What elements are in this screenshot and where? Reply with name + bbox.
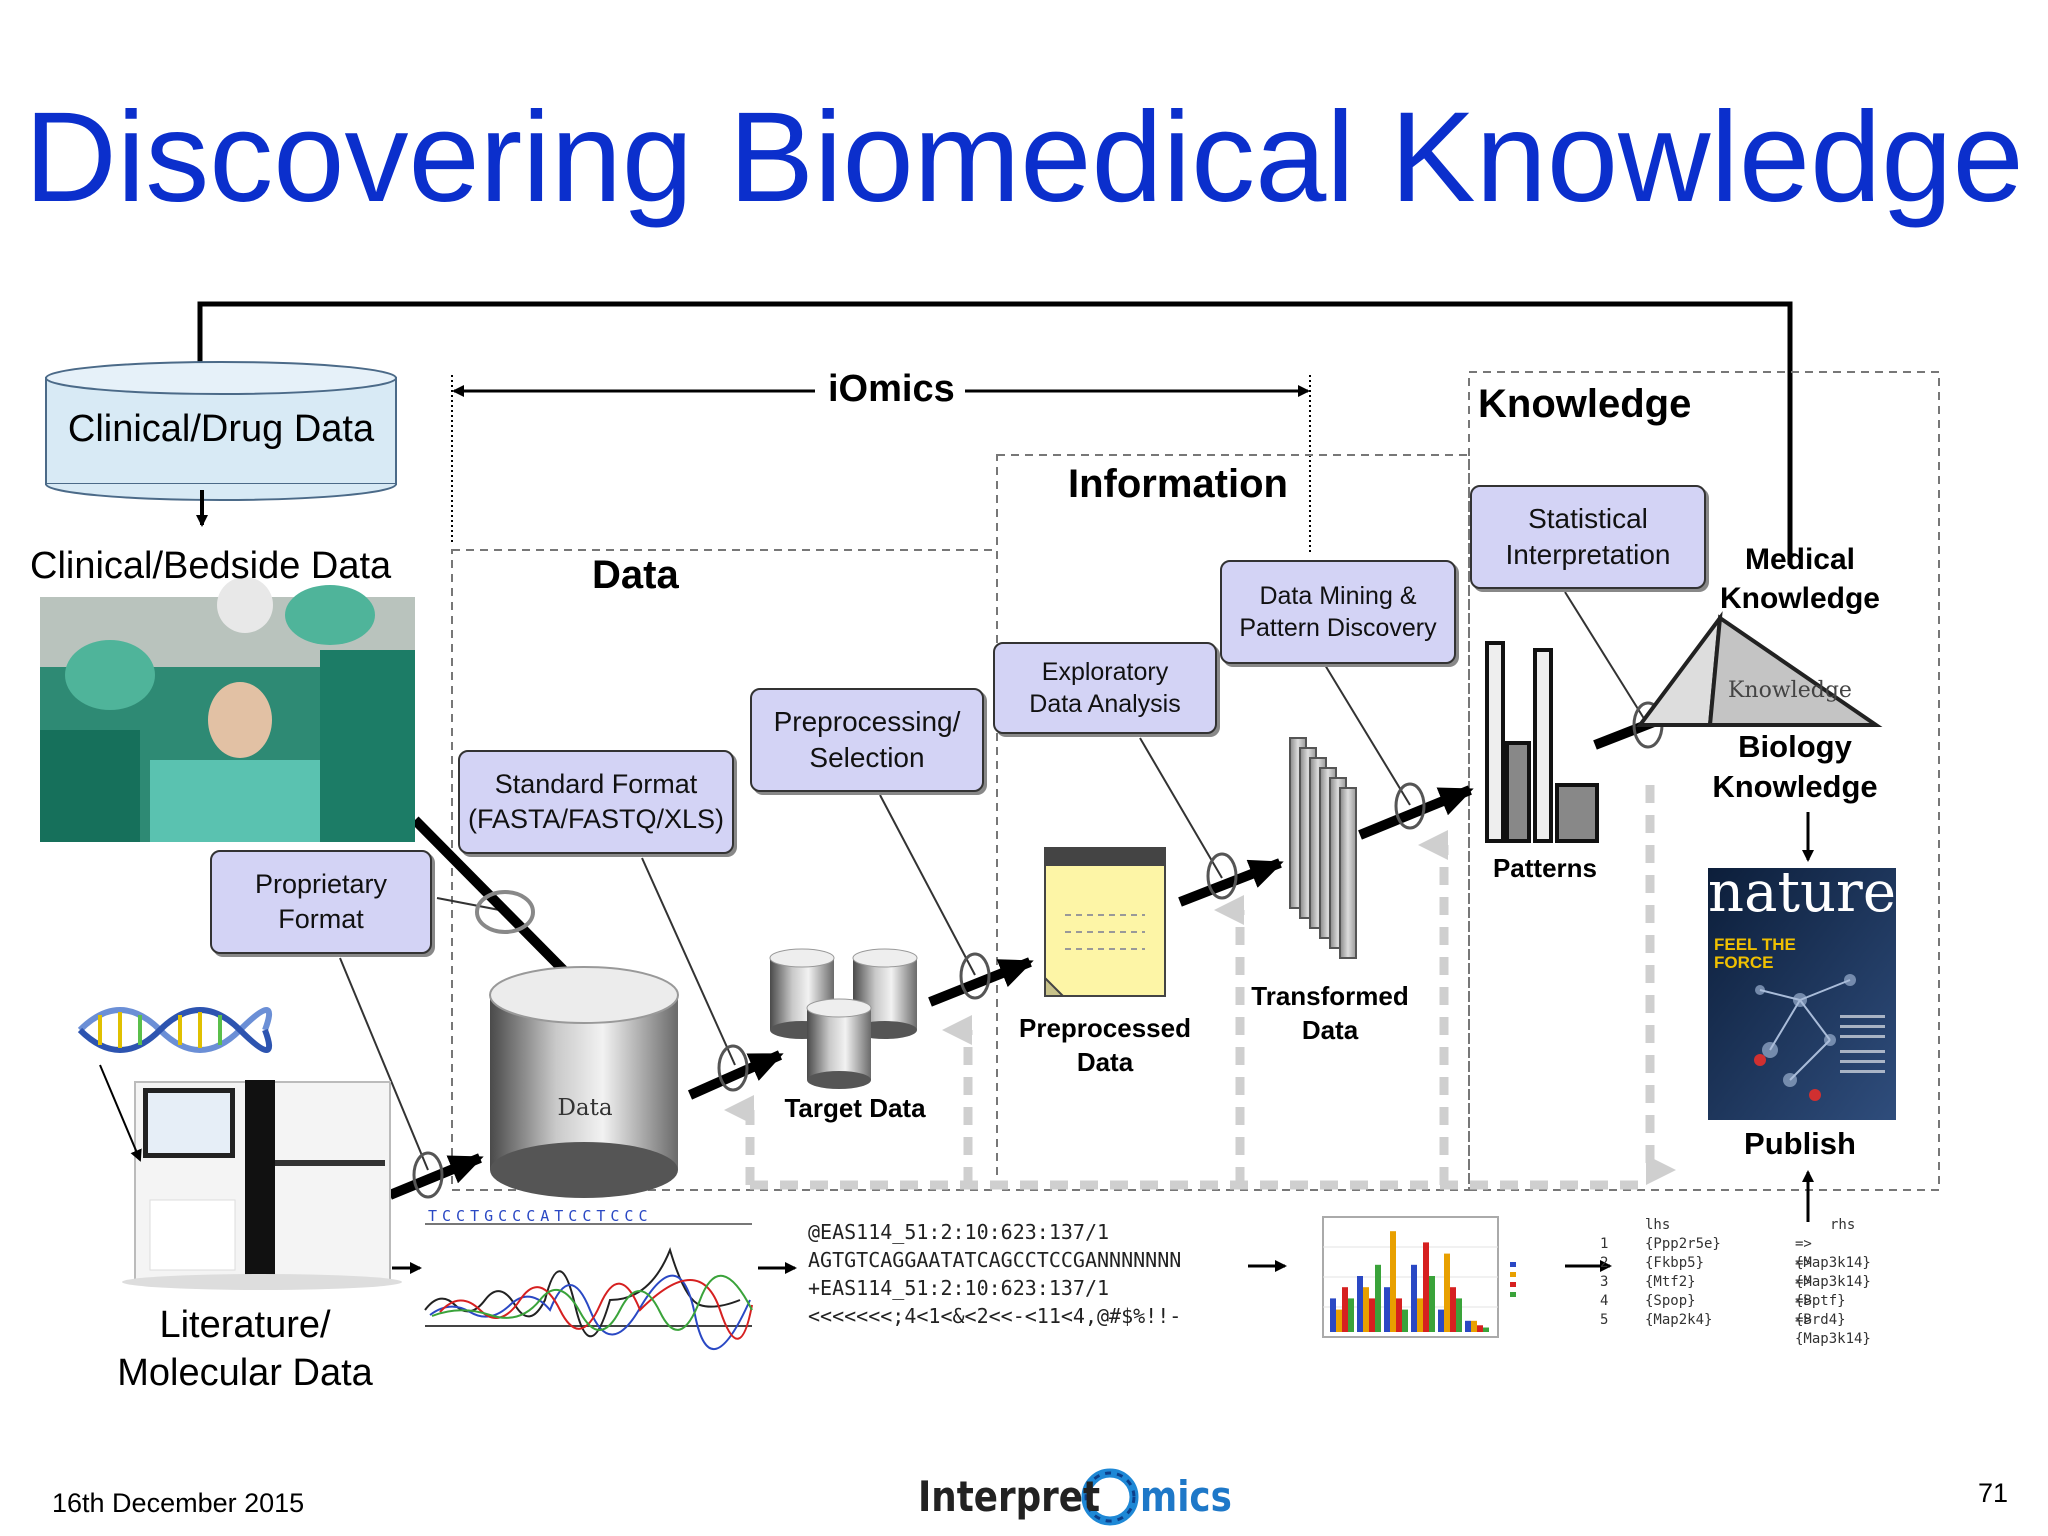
bar-group-5-series-1 [1471,1320,1477,1332]
clinical-drug-label: Clinical/Drug Data [67,408,375,450]
rule-rhs: => {Brd4} [1795,1293,1846,1328]
biology-knowledge-label: Biology Knowledge [1712,729,1878,805]
bar-group-1-series-3 [1375,1264,1381,1332]
bar-group-0-series-3 [1348,1298,1354,1332]
fastq-line-1: @EAS114_51:2:10:623:137/1 [808,1220,1110,1244]
rule-id: 4 [1600,1293,1609,1309]
clinical-bedside-photo [40,577,415,842]
page-number: 71 [1978,1478,2009,1508]
rule-rhs: => {Map3k14} [1795,1236,1871,1271]
rule-rhs: => {Map3k14} [1795,1255,1871,1290]
fastq-line-3: +EAS114_51:2:10:623:137/1 [808,1276,1110,1300]
dna-helix-icon [77,1007,272,1053]
proprietary-format-step: Proprietary Format [210,850,432,954]
pyramid-label: Knowledge [1728,678,1852,703]
bar-group-2-series-0 [1384,1287,1390,1332]
bar-group-2-series-1 [1390,1231,1396,1332]
rule-id: 2 [1600,1255,1609,1271]
bar-group-0-series-2 [1342,1287,1348,1332]
patterns-label: Patterns [1492,853,1598,883]
bar-group-0-series-1 [1336,1309,1342,1332]
preprocessed-data-notepad [1044,847,1166,997]
chromatogram-bases: TCCTGCCCATCCTCCC [428,1207,653,1225]
information-stage-heading: Information [1068,462,1288,506]
iomics-heading: iOmics [818,368,965,411]
rule-lhs: {Map2k4} [1645,1312,1713,1328]
sequencer-instrument [99,1064,402,1290]
data-stage-heading: Data [592,553,679,597]
bar-group-3-series-1 [1417,1298,1423,1332]
rule-lhs: {Spop} [1645,1293,1696,1309]
rule-rhs: => {Bptf} [1795,1274,1846,1309]
bar-group-3-series-2 [1423,1242,1429,1332]
nature-masthead: nature [1708,860,1896,925]
bar-group-2-series-2 [1396,1298,1402,1332]
literature-molecular-label: Literature/ Molecular Data [117,1304,373,1394]
rule-lhs: {Mtf2} [1645,1274,1696,1290]
mini-bar-chart-legend [1510,1262,1516,1297]
preprocessing-step: Preprocessing/ Selection [750,688,984,792]
rule-id: 1 [1600,1236,1609,1252]
bar-group-3-series-0 [1411,1264,1417,1332]
bar-group-2-series-3 [1402,1309,1408,1332]
bar-group-1-series-2 [1369,1298,1375,1332]
logo-right-text: mics [1140,1472,1232,1521]
bar-group-3-series-3 [1429,1276,1435,1332]
clinical-drug-cylinder [45,361,397,501]
bar-group-5-series-2 [1477,1325,1483,1332]
chromatogram [424,1223,753,1350]
data-stage-frame [451,549,998,1191]
logo-left-text: Interpret [918,1472,1101,1521]
nature-journal-cover [1708,868,1896,1120]
publish-label: Publish [1744,1126,1856,1161]
transformed-data-label: Transformed Data [1251,981,1409,1045]
statistical-interpretation-step: Statistical Interpretation [1470,485,1706,589]
bar-group-1-series-1 [1363,1287,1369,1332]
bar-group-4-series-3 [1456,1298,1462,1332]
information-stage-frame [996,454,1470,1191]
transformed-data-pillars [1289,737,1357,959]
standard-format-step: Standard Format (FASTA/FASTQ/XLS) [458,750,734,854]
bar-group-1-series-0 [1357,1276,1363,1332]
exploratory-analysis-step: Exploratory Data Analysis [993,642,1217,734]
fastq-line-4: <<<<<<<;4<1<&<2<<-<11<4,@#$%!!- [808,1304,1182,1328]
target-data-cylinders [769,948,918,1089]
bar-group-5-series-3 [1483,1327,1489,1332]
bar-group-5-series-0 [1465,1320,1471,1332]
rules-header-rhs: rhs [1830,1217,1856,1233]
clinical-bedside-label: Clinical/Bedside Data [30,545,392,587]
knowledge-pyramid [1636,611,1883,727]
footer-date: 16th December 2015 [52,1488,305,1518]
page-title: Discovering Biomedical Knowledge [24,86,2024,229]
fastq-line-2: AGTGTCAGGAATATCAGCCTCCGANNNNNNN [808,1248,1182,1272]
rule-id: 5 [1600,1312,1609,1328]
feedback-line [197,301,1793,565]
rule-rhs: => {Map3k14} [1795,1312,1871,1347]
rule-lhs: {Fkbp5} [1645,1255,1705,1271]
rules-header-lhs: lhs [1645,1217,1671,1233]
mini-bar-chart-bars [1330,1231,1489,1332]
rule-lhs: {Ppp2r5e} [1645,1236,1721,1252]
patterns-bars [1485,641,1599,843]
bar-group-4-series-1 [1444,1253,1450,1332]
medical-knowledge-label: Medical Knowledge [1719,543,1880,615]
knowledge-stage-heading: Knowledge [1478,382,1692,426]
preprocessed-data-label: Preprocessed Data [1019,1013,1191,1077]
interpretomics-logo-ring [1081,1468,1139,1526]
data-cylinder-label: Data [557,1095,613,1121]
data-mining-step: Data Mining & Pattern Discovery [1220,560,1456,664]
bar-group-4-series-0 [1438,1309,1444,1332]
target-data-label: Target Data [784,1093,926,1123]
data-cylinder [489,966,679,1198]
rule-id: 3 [1600,1274,1609,1290]
nature-headline: FEEL THE FORCE [1714,935,1796,972]
bar-group-0-series-0 [1330,1298,1336,1332]
bar-group-4-series-2 [1450,1287,1456,1332]
